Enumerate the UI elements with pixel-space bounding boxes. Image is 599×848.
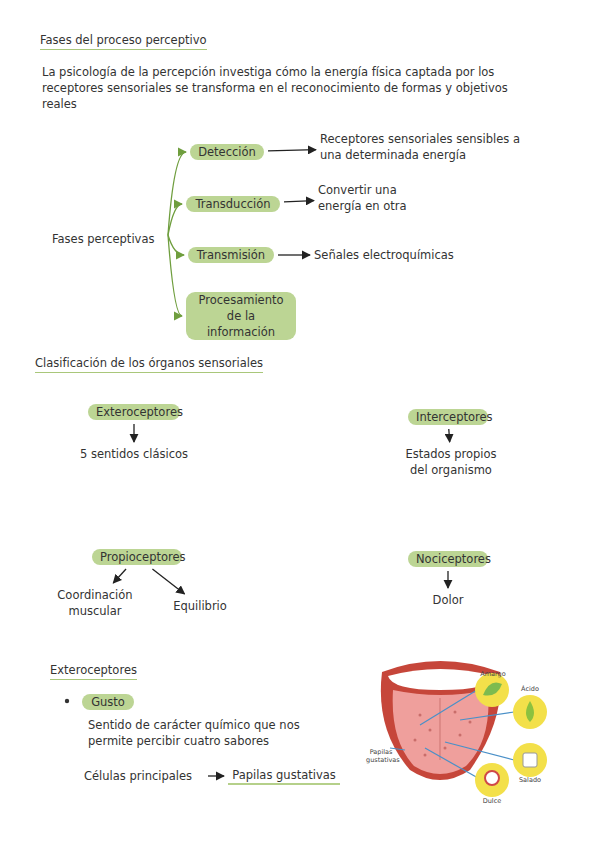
node-text: Nociceptores xyxy=(416,551,480,567)
node-text: Convertir una energía en otra xyxy=(318,182,428,214)
arrow-connector xyxy=(168,204,182,235)
node-text: Células principales xyxy=(84,768,204,784)
arrow-connector xyxy=(168,152,186,235)
section-heading: Clasificación de los órganos sensoriales xyxy=(35,355,263,373)
receptor-box: Nociceptores xyxy=(408,551,488,567)
arrow-connector xyxy=(168,235,184,255)
node-text: Estados propios del organismo xyxy=(404,446,498,478)
receptor-description: Estados propios del organismo xyxy=(404,446,498,478)
arrow-connector xyxy=(168,235,182,316)
node-text: Interceptores xyxy=(416,409,480,425)
arrow-connector xyxy=(447,571,448,588)
bullet-dot xyxy=(65,699,69,703)
node-text: Detección xyxy=(198,144,256,160)
node-text: Gusto xyxy=(90,694,126,710)
illustration-label-wrap: Papilas gustativas xyxy=(366,748,396,764)
receptor-description: Coordinación muscular xyxy=(52,587,138,619)
arrow-connector xyxy=(208,775,224,776)
taste-label: Amargo xyxy=(476,670,510,678)
node-text: Transmisión xyxy=(196,247,266,263)
arrow-connector xyxy=(152,569,184,594)
node-text: Señales electroquímicas xyxy=(314,247,474,263)
tongue-illustration xyxy=(381,661,547,797)
phase-description: Receptores sensoriales sensibles a una d… xyxy=(320,131,525,163)
receptor-description: Dolor xyxy=(426,592,470,608)
receptor-box: Exteroceptores xyxy=(88,404,180,420)
taste-label: Ácido xyxy=(515,685,545,693)
arrow-connector xyxy=(268,150,316,151)
receptor-description: 5 sentidos clásicos xyxy=(72,446,196,462)
taste-label: Salado xyxy=(512,776,548,784)
arrow-connector xyxy=(278,254,310,255)
description-text: Sentido de carácter químico que nos perm… xyxy=(88,718,300,748)
cell-name: Papilas gustativas xyxy=(228,767,340,785)
taste-label-wrap: Amargo xyxy=(476,670,510,678)
intro-paragraph-wrap: La psicología de la percepción investiga… xyxy=(42,64,512,112)
node-text: Coordinación muscular xyxy=(52,587,138,619)
taste-label-wrap: Dulce xyxy=(474,797,510,805)
description-text-wrap: Sentido de carácter químico que nos perm… xyxy=(88,717,338,749)
taste-label-wrap: Salado xyxy=(512,776,548,784)
taste-label-wrap: Ácido xyxy=(515,685,545,693)
node-text: Transducción xyxy=(194,196,272,212)
arrow-connector xyxy=(284,201,314,202)
phase-box: Detección xyxy=(190,144,264,160)
node-text: 5 sentidos clásicos xyxy=(72,446,196,462)
node-text: Dolor xyxy=(426,592,470,608)
phase-description: Convertir una energía en otra xyxy=(318,182,428,214)
taste-label: Dulce xyxy=(474,797,510,805)
node-text: Procesamiento de la información xyxy=(194,292,288,340)
node-text: Equilibrio xyxy=(166,598,234,614)
title-block: Fases del proceso perceptivo xyxy=(40,32,207,50)
phase-root: Fases perceptivas xyxy=(52,231,162,247)
node-text: Propioceptores xyxy=(100,549,174,565)
node-text: Exteroceptores xyxy=(96,404,172,420)
receptor-box: Interceptores xyxy=(408,409,488,425)
page-title: Fases del proceso perceptivo xyxy=(40,32,207,50)
phase-box: Transducción xyxy=(186,196,280,212)
intro-paragraph: La psicología de la percepción investiga… xyxy=(42,65,508,111)
receptor-box: Propioceptores xyxy=(92,549,182,565)
phase-description: Señales electroquímicas xyxy=(314,247,474,263)
node-text: Receptores sensoriales sensibles a una d… xyxy=(320,131,525,163)
section-heading: Exteroceptores xyxy=(50,662,137,680)
arrow-connector xyxy=(113,569,126,583)
arrow-connector xyxy=(448,429,450,442)
section-heading-wrap: Exteroceptores xyxy=(50,662,250,680)
arrow-connector xyxy=(133,424,134,442)
receptor-description: Equilibrio xyxy=(166,598,234,614)
node-text: Papilas gustativas xyxy=(230,767,338,783)
phase-box: Transmisión xyxy=(188,247,274,263)
phase-box: Procesamiento de la información xyxy=(186,292,296,340)
cell-label: Células principales xyxy=(84,768,204,784)
sense-box: Gusto xyxy=(82,694,134,710)
section-heading-wrap: Clasificación de los órganos sensoriales xyxy=(35,355,335,373)
illustration-label: Papilas gustativas xyxy=(366,748,396,764)
node-text: Fases perceptivas xyxy=(52,231,162,247)
